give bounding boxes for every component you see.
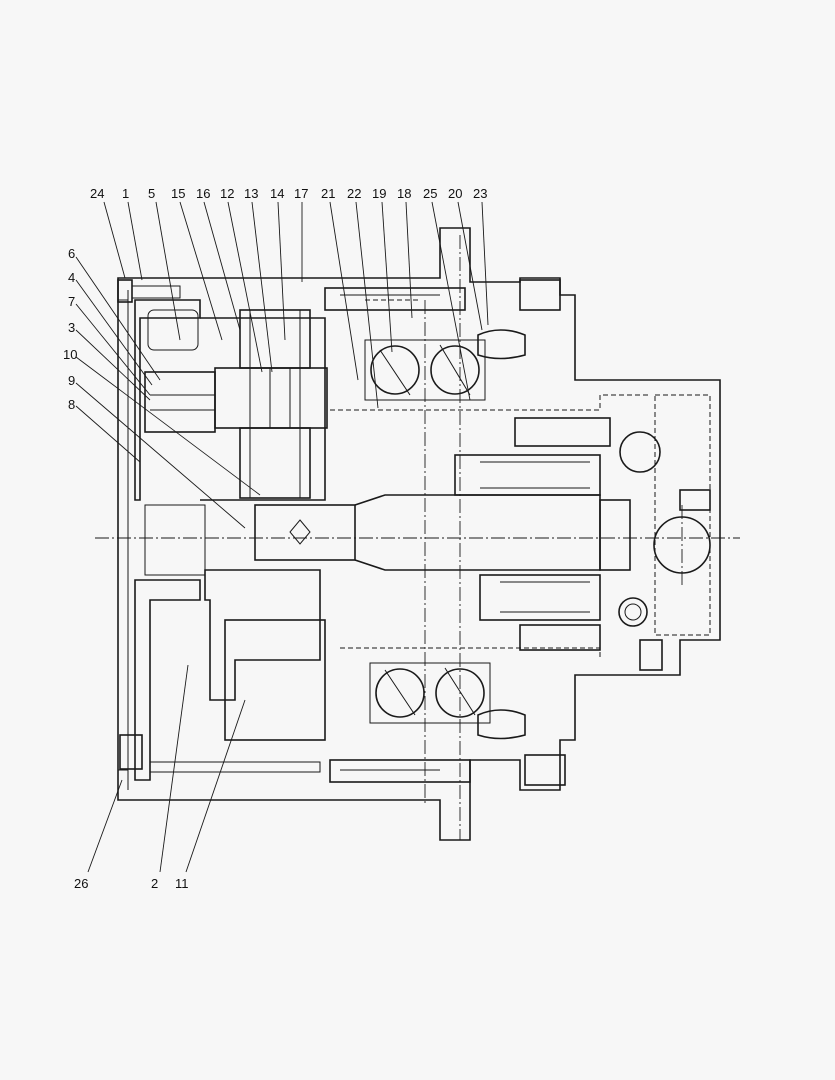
housing-outline	[117, 227, 721, 841]
main-shaft	[254, 494, 631, 571]
callout-25: 25	[423, 186, 437, 201]
lower-bearings	[369, 662, 491, 724]
leader-lines	[75, 201, 489, 873]
callout-23: 23	[473, 186, 487, 201]
motor-pistons	[454, 417, 611, 651]
callout-16: 16	[196, 186, 210, 201]
hidden-lines	[330, 299, 650, 800]
upper-bearings	[364, 339, 486, 401]
callout-13: 13	[244, 186, 258, 201]
callout-5: 5	[148, 186, 155, 201]
seal-rings	[477, 329, 526, 740]
callout-12: 12	[220, 186, 234, 201]
callout-20: 20	[448, 186, 462, 201]
callout-24: 24	[90, 186, 104, 201]
callout-6: 6	[68, 246, 75, 261]
mounting-studs	[324, 279, 566, 786]
lower-carrier	[204, 569, 326, 741]
callout-19: 19	[372, 186, 386, 201]
top-bolt	[117, 279, 181, 303]
callout-3: 3	[68, 320, 75, 335]
callout-numbers: 24 1 5 15 16 12 13 14 17 21 22 19 18 25 …	[63, 186, 487, 891]
callout-4: 4	[68, 270, 75, 285]
callout-8: 8	[68, 397, 75, 412]
callout-2: 2	[151, 876, 158, 891]
callout-21: 21	[321, 186, 335, 201]
callout-26: 26	[74, 876, 88, 891]
planetary-gear	[144, 309, 328, 501]
callout-9: 9	[68, 373, 75, 388]
callout-1: 1	[122, 186, 129, 201]
callout-18: 18	[397, 186, 411, 201]
callout-7: 7	[68, 294, 75, 309]
valve-body	[618, 394, 711, 671]
bottom-bolt	[119, 734, 321, 773]
callout-22: 22	[347, 186, 361, 201]
callout-14: 14	[270, 186, 284, 201]
callout-10: 10	[63, 347, 77, 362]
callout-17: 17	[294, 186, 308, 201]
center-lines	[95, 235, 740, 840]
callout-15: 15	[171, 186, 185, 201]
callout-11: 11	[175, 876, 189, 891]
end-cover	[134, 299, 206, 781]
